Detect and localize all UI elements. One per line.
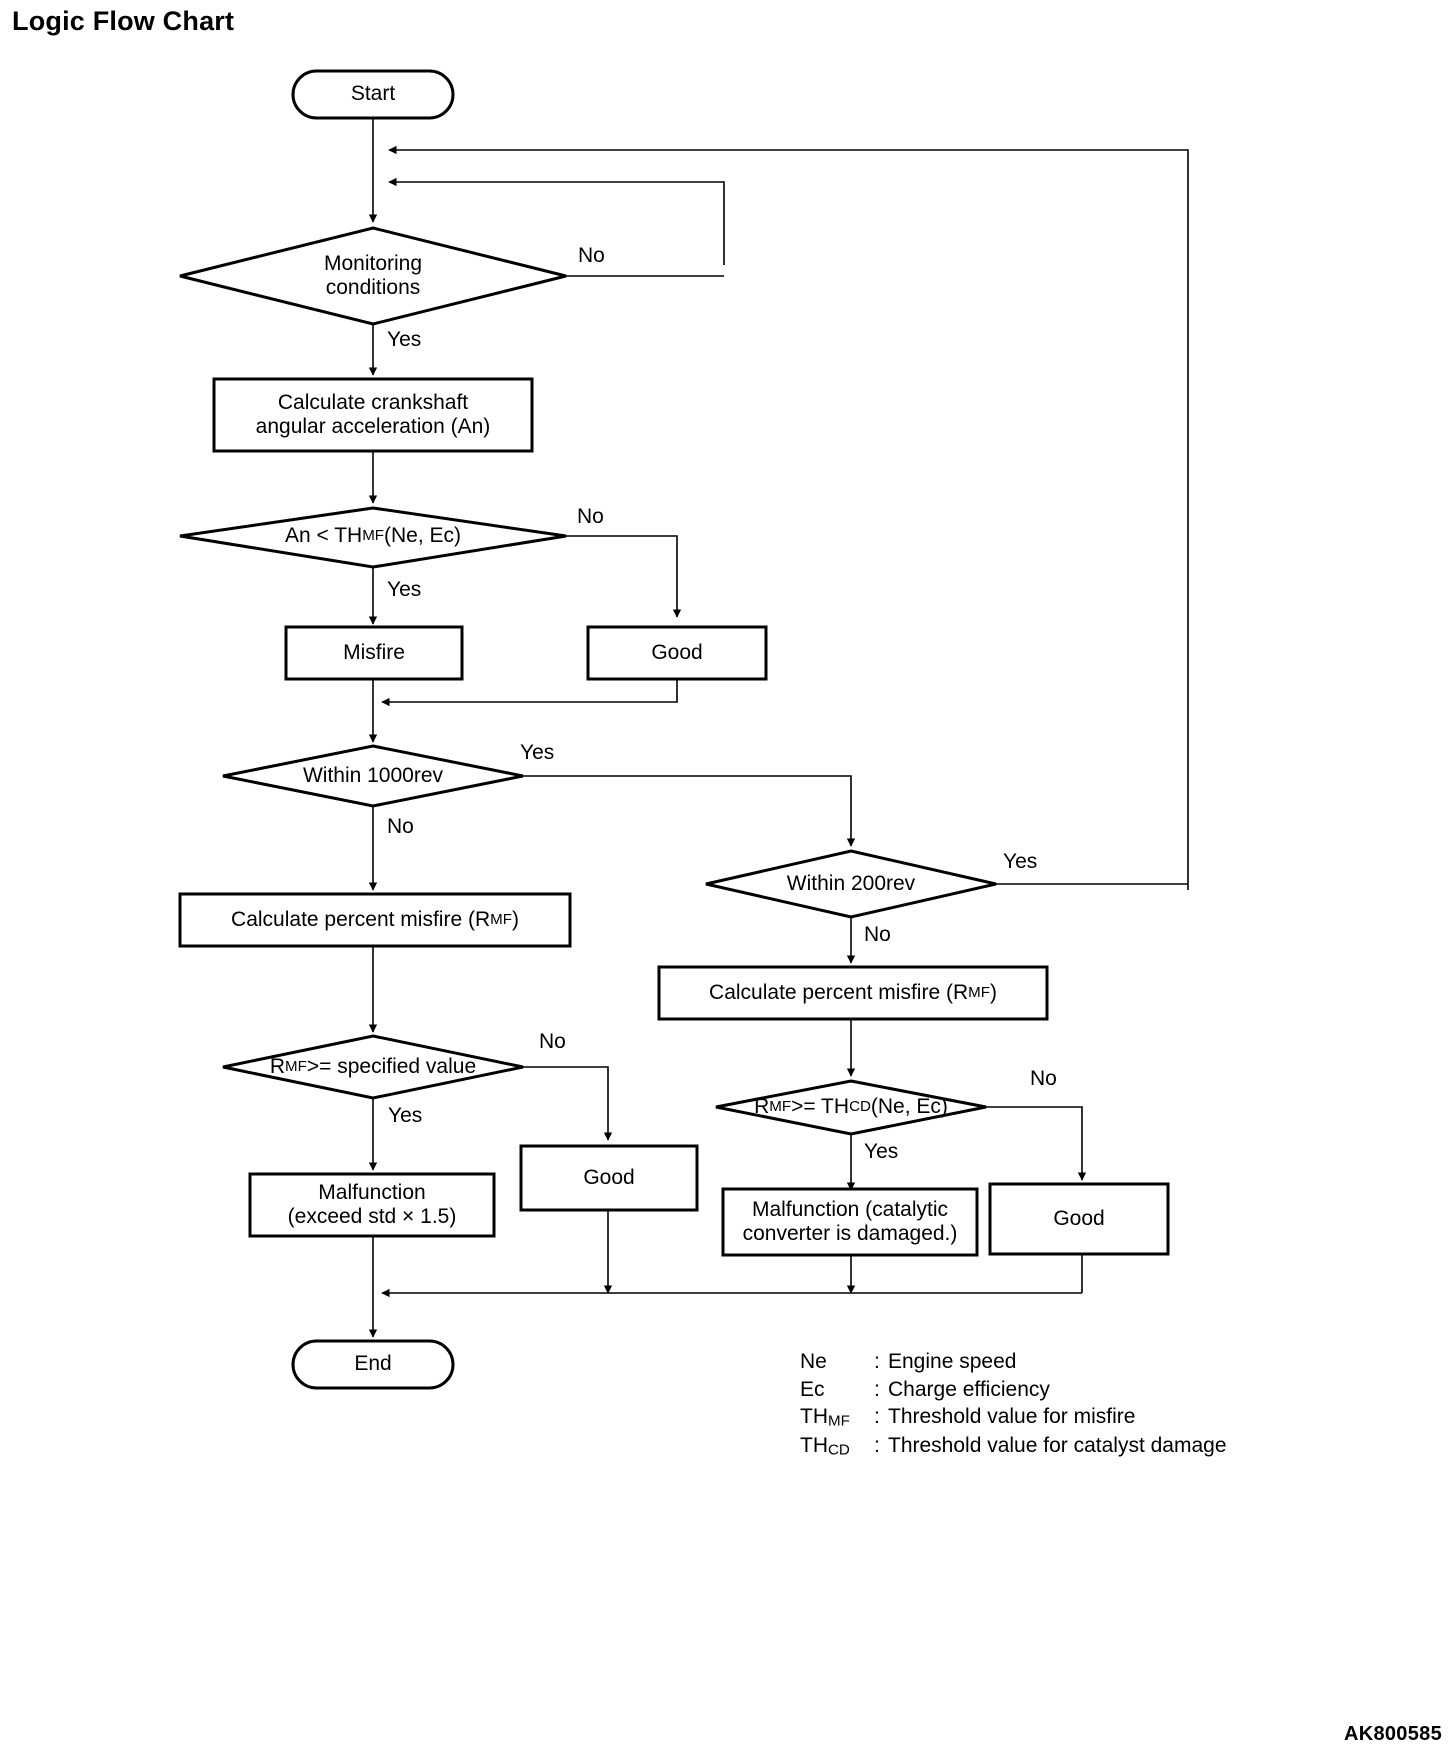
node-rmf-ge-thcd-shape [715, 1079, 987, 1136]
node-within-200rev-shape [705, 849, 997, 919]
node-calc-percent-misfire-right-shape [657, 965, 1049, 1021]
node-an-lt-thmf-shape [179, 506, 567, 569]
legend-sep-ne: : [874, 1350, 880, 1373]
legend-sep-thcd: : [874, 1434, 880, 1458]
node-malfunction-std-shape [248, 1172, 496, 1238]
edge-label-monitoring-no: No [578, 244, 605, 267]
edge-monitoring-no-feedback [388, 177, 725, 265]
node-monitoring-conditions-shape [179, 226, 567, 326]
node-calc-angular-accel-shape [212, 377, 534, 453]
edge-an-no [566, 535, 682, 618]
legend-value-ec: Charge efficiency [888, 1377, 1050, 1401]
legend-sep-thmf: : [874, 1405, 880, 1429]
edge-label-rev1000-yes: Yes [520, 741, 555, 764]
edge-rmfspec-no [523, 1066, 613, 1141]
edge-rev200yes-feedback [388, 145, 1189, 890]
node-calc-percent-misfire-left-shape [178, 892, 572, 948]
legend-value-thcd: Threshold value for catalyst damage [888, 1434, 1227, 1458]
legend-row-ec: Ec : Charge efficiency [800, 1376, 1227, 1404]
node-start-shape [291, 69, 455, 120]
legend-row-thmf: THMF : Threshold value for misfire [800, 1403, 1227, 1432]
legend-row-thcd: THCD : Threshold value for catalyst dama… [800, 1432, 1227, 1461]
edge-label-rmf-thcd-no: No [1030, 1067, 1057, 1090]
legend: Ne : Engine speed Ec : Charge efficiency… [800, 1348, 1227, 1461]
node-misfire-shape [284, 625, 464, 681]
node-within-1000rev-shape [222, 744, 524, 808]
node-good-1-shape [586, 625, 768, 681]
edge-label-rev200-no: No [864, 923, 891, 946]
document-code: AK800585 [1343, 1723, 1442, 1745]
legend-sep-ec: : [874, 1377, 880, 1401]
node-malfunction-catalytic-shape [721, 1187, 979, 1257]
node-rmf-ge-specified-shape [222, 1034, 524, 1100]
legend-value-ne: Engine speed [888, 1350, 1017, 1373]
legend-value-thmf: Threshold value for misfire [888, 1405, 1136, 1429]
legend-key-thmf: THMF [800, 1405, 850, 1431]
legend-key-ec: Ec [800, 1377, 825, 1401]
legend-key-ne: Ne [800, 1350, 827, 1373]
edge-label-rmf-spec-no: No [539, 1030, 566, 1053]
node-good-2-shape [519, 1144, 699, 1212]
edge-label-monitoring-yes: Yes [387, 328, 422, 351]
edge-label-an-no: No [577, 505, 604, 528]
page-title: Logic Flow Chart [12, 6, 235, 36]
node-good-3-shape [988, 1182, 1170, 1256]
edge-rev1000-yes [523, 775, 856, 847]
edge-label-rev1000-no: No [387, 815, 414, 838]
legend-key-thcd: THCD [800, 1434, 850, 1459]
edge-label-rmf-thcd-yes: Yes [864, 1140, 899, 1163]
node-end-shape [291, 1339, 455, 1390]
edge-label-rmf-spec-yes: Yes [388, 1104, 423, 1127]
legend-row-ne: Ne : Engine speed [800, 1348, 1227, 1376]
edge-rmfthcd-no [986, 1106, 1087, 1181]
edge-label-an-yes: Yes [387, 578, 422, 601]
edge-good1-join [381, 679, 678, 707]
edge-label-rev200-yes: Yes [1003, 850, 1038, 873]
